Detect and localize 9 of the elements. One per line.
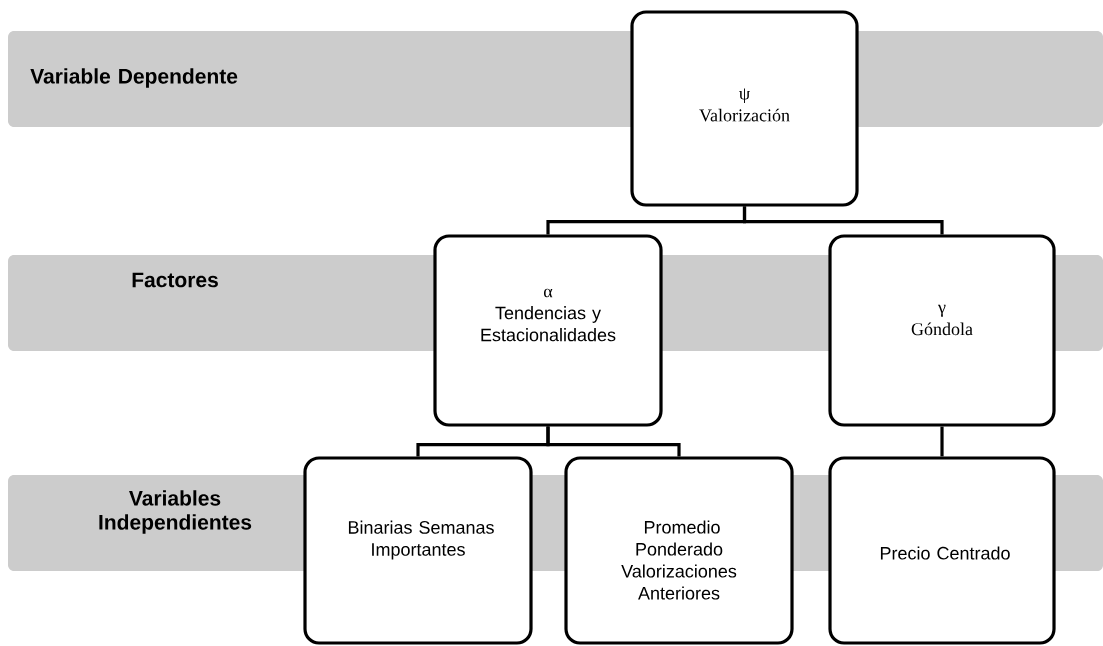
- connector: [546, 426, 681, 457]
- connector: [742, 206, 944, 235]
- tree-box: ψ Valorización: [630, 10, 859, 207]
- tree-box: Precio Centrado: [828, 456, 1056, 645]
- tree-box: Binarias Semanas Importantes: [303, 456, 533, 645]
- tree-box: γ Góndola: [828, 234, 1056, 427]
- connector: [940, 426, 944, 457]
- tree-box: Promedio Ponderado Valorizaciones Anteriores: [564, 456, 794, 645]
- tree-box: α Tendencias y Estacionalidades: [433, 234, 663, 427]
